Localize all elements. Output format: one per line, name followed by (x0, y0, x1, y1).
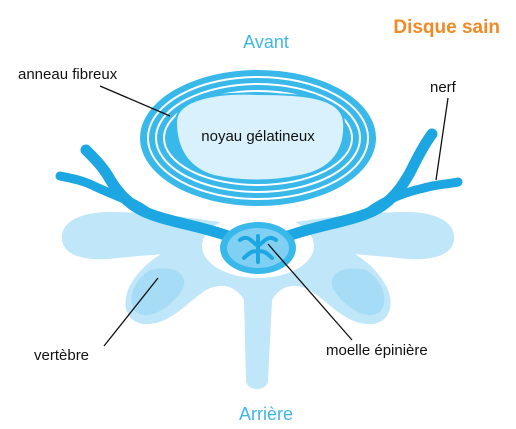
annulus-label: anneau fibreux (18, 66, 118, 83)
right-nerve-branch (366, 182, 458, 214)
spinal-cord-label: moelle épinière (326, 342, 428, 359)
nerve-label: nerf (430, 79, 457, 96)
front-label: Avant (243, 32, 289, 52)
diagram-title: Disque sain (393, 17, 500, 38)
back-label: Arrière (239, 404, 293, 424)
vertebra-label: vertèbre (34, 347, 89, 364)
nerve-leader (436, 98, 448, 180)
nucleus-label: noyau gélatineux (201, 128, 315, 145)
spinal-cord (220, 222, 296, 274)
